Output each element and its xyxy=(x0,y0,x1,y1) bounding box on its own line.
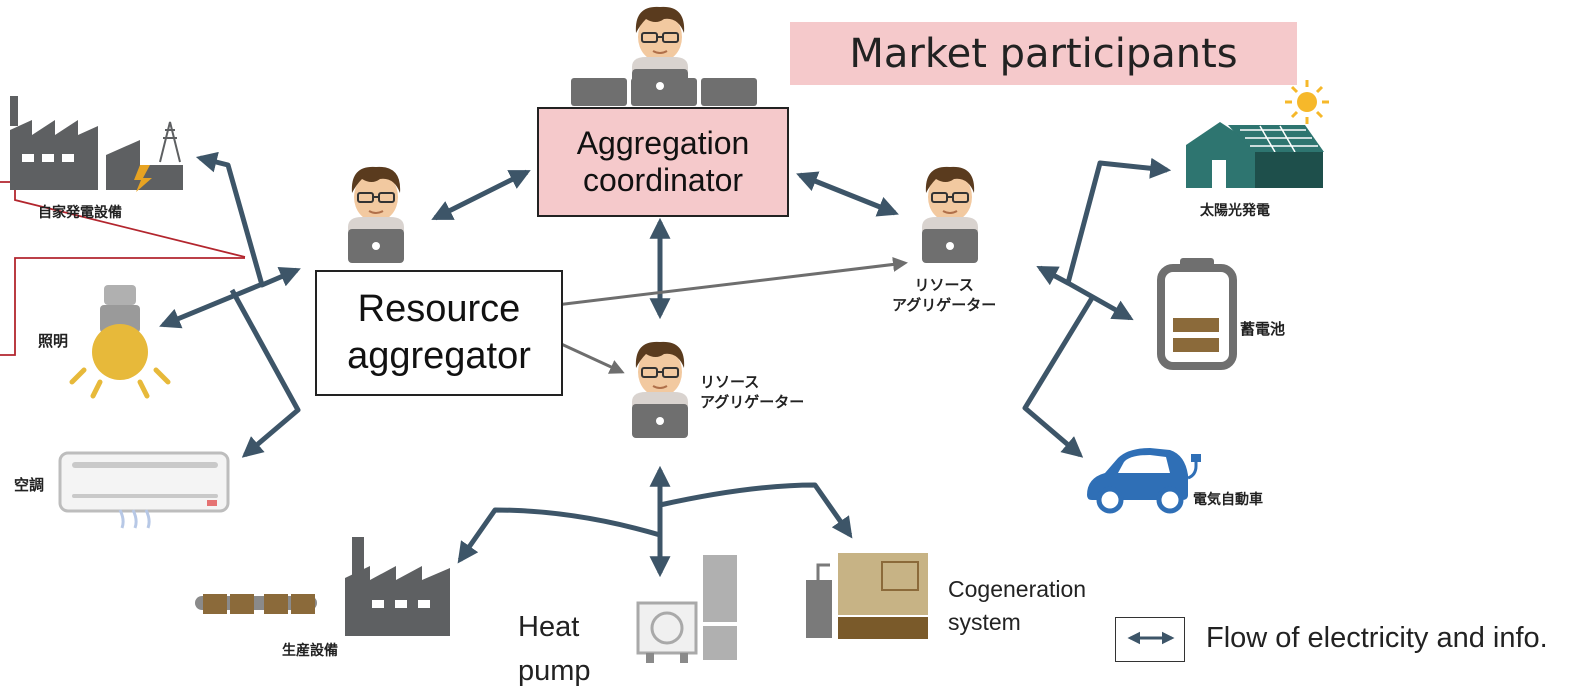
production-equipment-icon xyxy=(195,537,450,636)
pointer-arrows xyxy=(514,256,908,374)
arrow-bottom-cogen xyxy=(659,482,853,539)
lighting-icon xyxy=(69,285,171,399)
flow-arrows xyxy=(159,151,1172,578)
air-conditioner-icon xyxy=(58,451,230,529)
pointer-to-right-aggregator xyxy=(514,256,908,312)
right-aggregator-label: リソース アグリゲーター xyxy=(892,276,997,315)
solar-label: 太陽光発電 xyxy=(1200,203,1270,219)
cogeneration-icon xyxy=(806,553,928,639)
callout-upper xyxy=(0,181,246,258)
arrow-left-tree-ac xyxy=(229,288,301,458)
self-generation-label: 自家発電設備 xyxy=(38,205,122,221)
arrow-left-tree-lighting xyxy=(159,282,261,329)
storage-battery-label: 蓄電池 xyxy=(1240,320,1286,338)
heat-pump-label: Heat pump xyxy=(518,611,591,687)
arrow-coordinator-right-aggregator xyxy=(796,171,899,217)
center-aggregator-label: リソース アグリゲーター xyxy=(700,373,805,412)
resource-aggregator-box: Resource aggregator xyxy=(315,270,563,396)
lighting-label: 照明 xyxy=(38,332,69,350)
cogeneration-label: Cogeneration system xyxy=(948,576,1087,636)
arrow-bottom-production xyxy=(457,507,661,564)
electric-vehicle-label: 電気自動車 xyxy=(1193,492,1263,508)
heat-pump-icon xyxy=(636,555,737,663)
storage-battery-icon xyxy=(1157,258,1237,370)
self-generation-icon xyxy=(10,96,183,192)
legend-label: Flow of electricity and info. xyxy=(1206,622,1548,654)
arrow-left-tree-upper xyxy=(195,151,301,288)
production-equipment-label: 生産設備 xyxy=(282,643,338,659)
coordinator-person-icon xyxy=(631,5,689,104)
callout-lower xyxy=(0,257,245,356)
air-conditioning-label: 空調 xyxy=(14,476,45,494)
aggregation-coordinator-box: Aggregation coordinator xyxy=(537,107,789,217)
market-participants-label: Market participants xyxy=(790,22,1297,85)
arrow-right-tree-ev xyxy=(1022,296,1095,458)
legend-box xyxy=(1115,617,1185,662)
center-aggregator-person-icon xyxy=(631,340,689,439)
arrow-right-tree-battery xyxy=(1066,280,1134,321)
solar-house-icon xyxy=(1186,80,1329,188)
left-aggregator-person-icon xyxy=(347,165,405,264)
arrow-right-tree-solar xyxy=(1036,157,1172,286)
electric-vehicle-icon xyxy=(1087,448,1201,514)
right-aggregator-person-icon xyxy=(921,165,979,264)
callout-lines xyxy=(0,181,246,356)
arrow-coordinator-left-aggregator xyxy=(431,169,531,221)
